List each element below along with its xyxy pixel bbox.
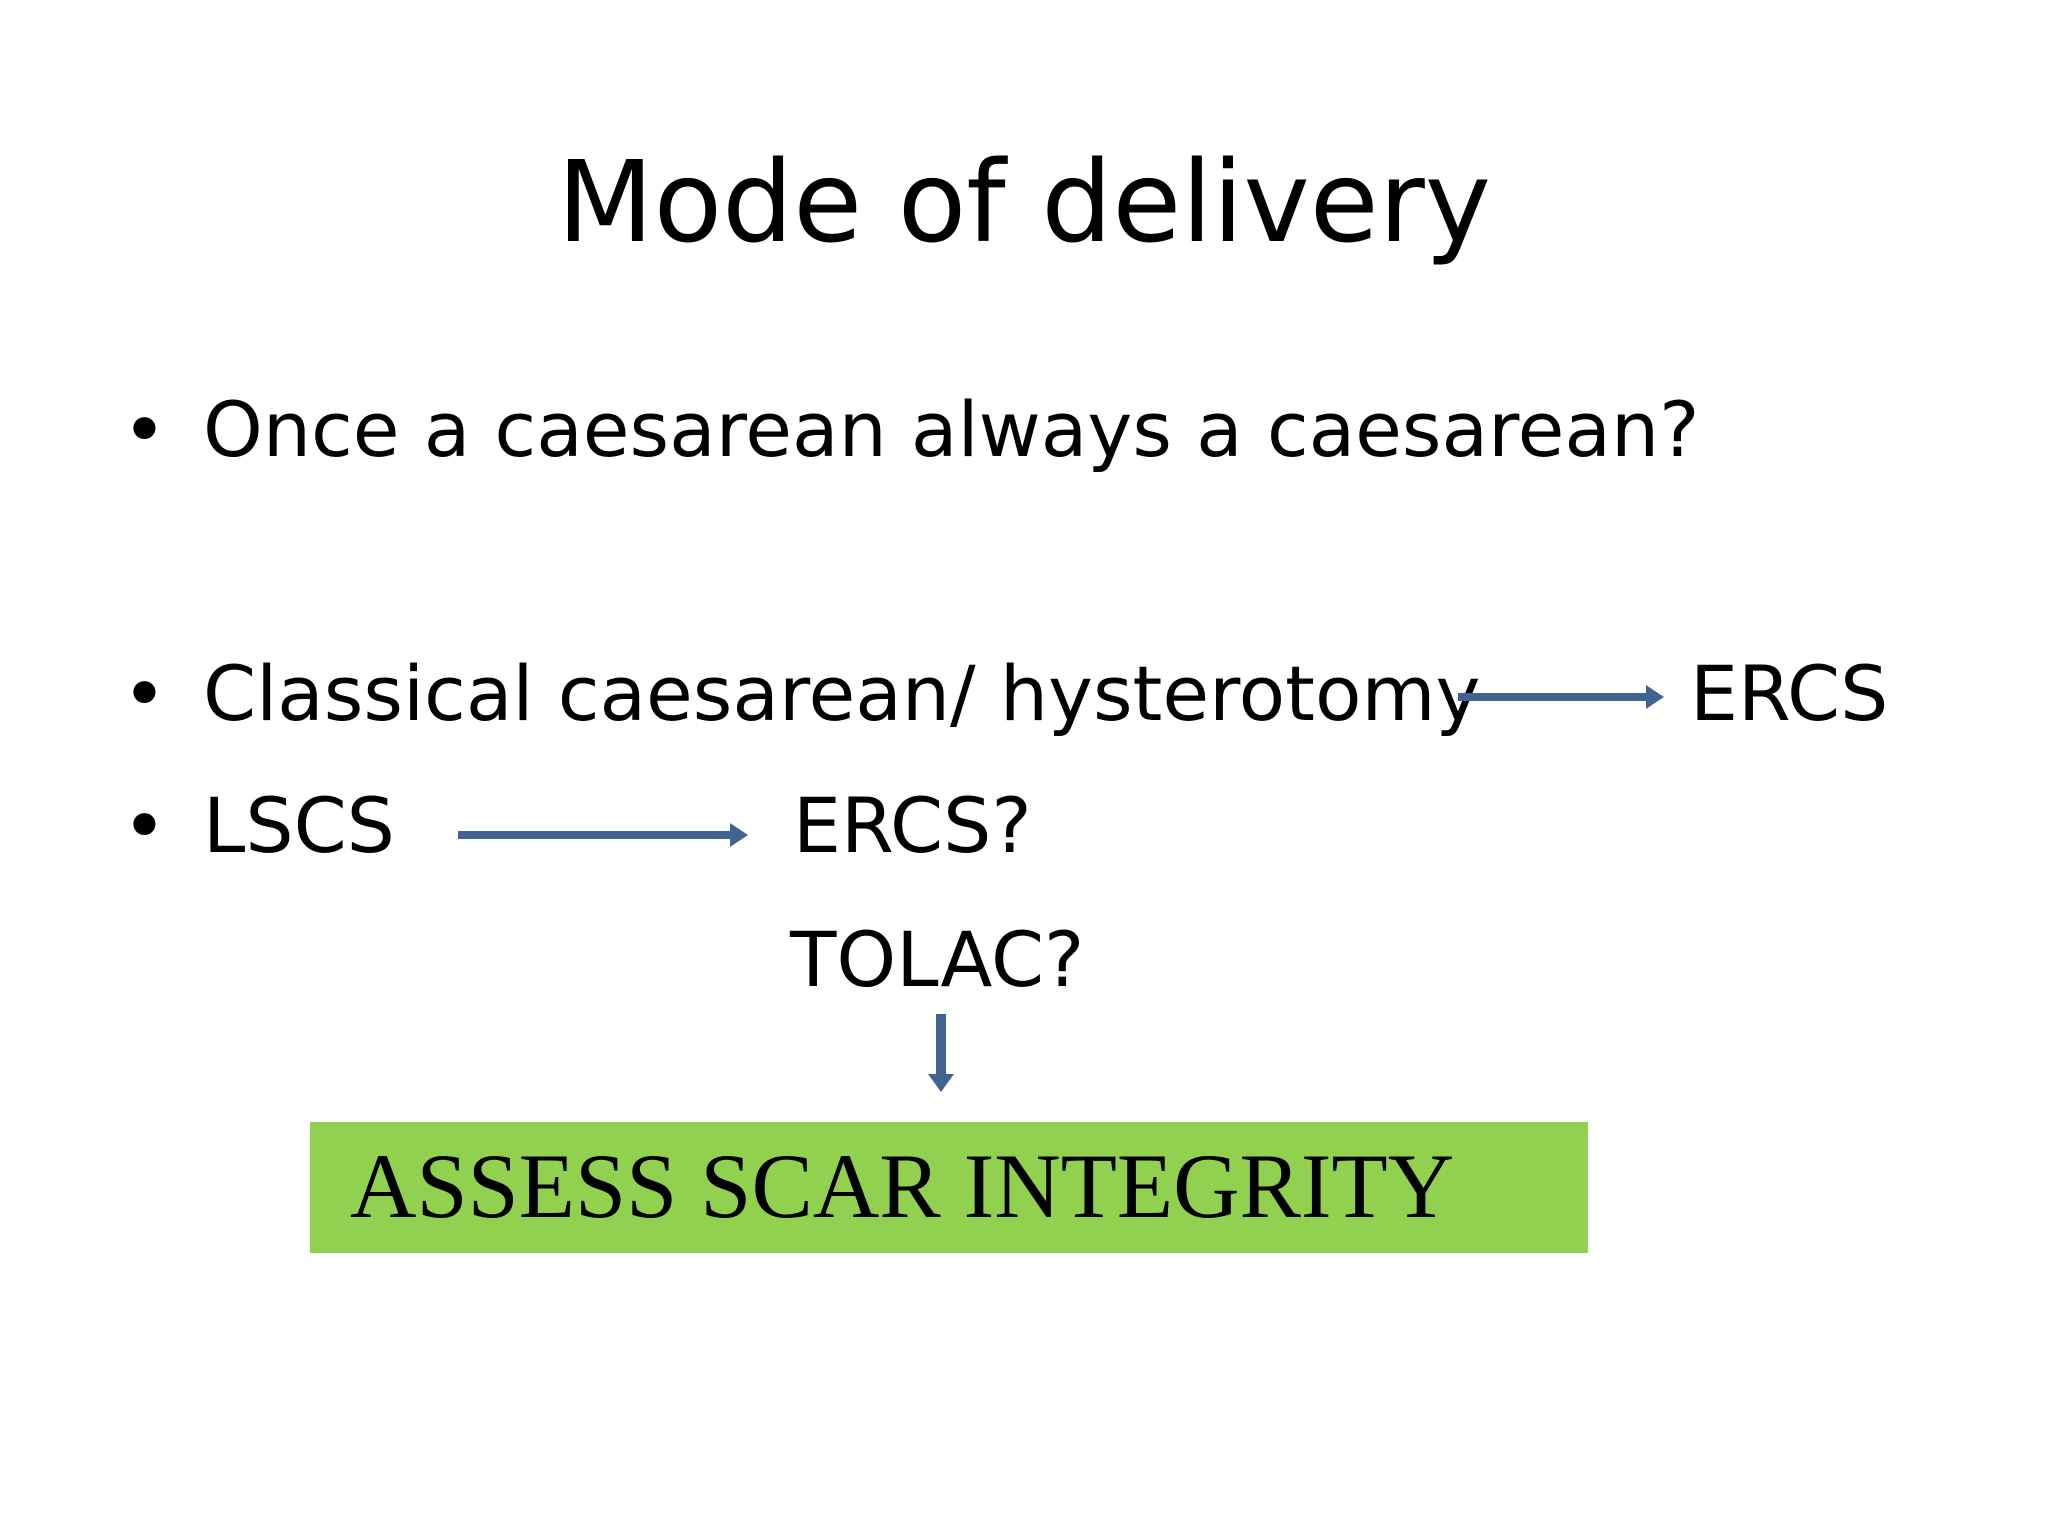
down-arrow-icon: [928, 1014, 954, 1092]
right-arrow-icon: [458, 823, 748, 847]
slide-title: Mode of delivery: [556, 138, 1492, 268]
bullet-dot-icon: •: [122, 385, 167, 474]
bullet-3-outcome-2: TOLAC?: [790, 915, 1085, 1004]
bullet-dot-icon: •: [122, 649, 167, 738]
bullet-dot-icon: •: [122, 781, 167, 870]
callout-text: ASSESS SCAR INTEGRITY: [350, 1135, 1455, 1237]
bullet-1-text: Once a caesarean always a caesarean?: [203, 385, 1700, 474]
bullet-2-text: Classical caesarean/ hysterotomy: [203, 649, 1481, 738]
bullet-3-outcome-1: ERCS?: [793, 781, 1032, 870]
callout-box: ASSESS SCAR INTEGRITY: [310, 1122, 1588, 1253]
bullet-3-text: LSCS: [203, 781, 395, 870]
bullet-2-outcome: ERCS: [1690, 649, 1889, 738]
right-arrow-icon: [1458, 685, 1664, 709]
